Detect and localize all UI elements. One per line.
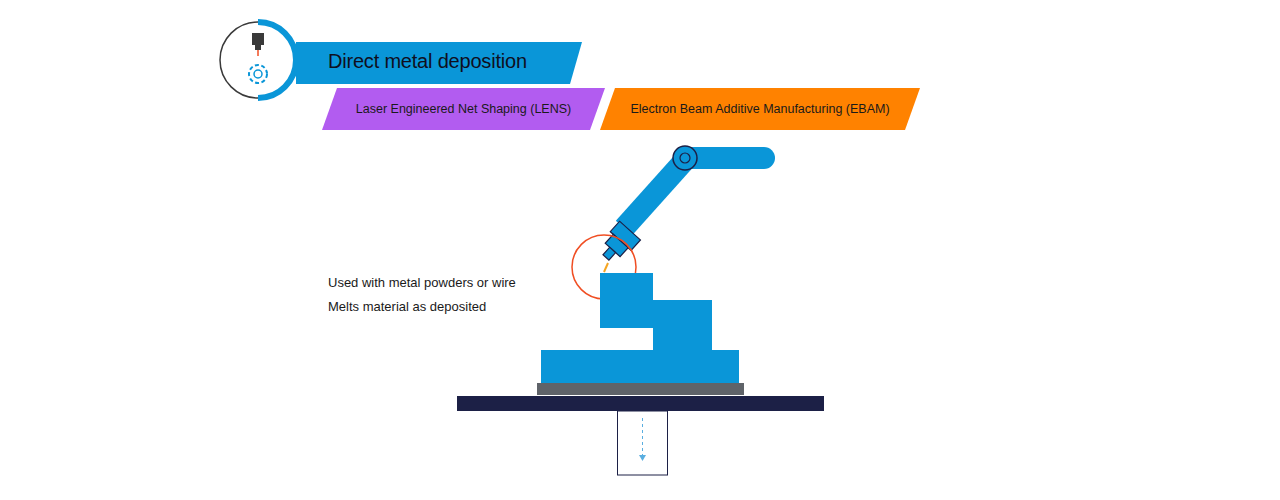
build-plate bbox=[537, 383, 744, 395]
piston bbox=[618, 411, 668, 475]
diagram-title: Direct metal deposition bbox=[328, 50, 527, 73]
workpiece bbox=[541, 273, 739, 384]
note-text: Melts material as deposited bbox=[328, 299, 486, 314]
band-fill bbox=[322, 88, 605, 130]
band-fill bbox=[600, 88, 920, 130]
motion-arrow bbox=[642, 418, 643, 456]
note-text: Used with metal powders or wire bbox=[328, 275, 516, 290]
platform bbox=[457, 396, 824, 411]
title-band bbox=[296, 42, 582, 84]
motion-arrowhead bbox=[639, 455, 646, 461]
robot-arm bbox=[596, 146, 764, 272]
category-band: Laser Engineered Net Shaping (LENS) bbox=[322, 88, 605, 130]
header-icon bbox=[220, 22, 296, 98]
band-label: Electron Beam Additive Manufacturing (EB… bbox=[630, 102, 889, 116]
band-label: Laser Engineered Net Shaping (LENS) bbox=[356, 102, 571, 116]
category-band: Electron Beam Additive Manufacturing (EB… bbox=[600, 88, 920, 130]
